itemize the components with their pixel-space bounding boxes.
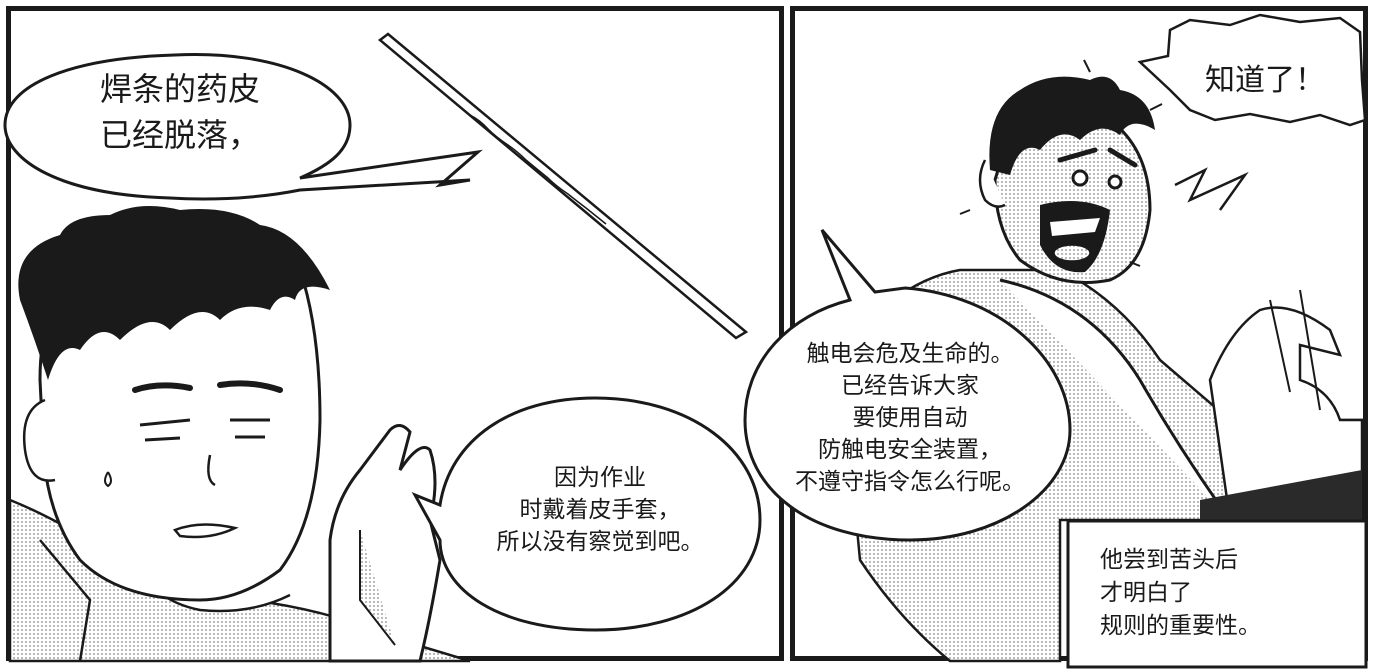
bubble-line: 时戴着皮手套， (519, 497, 681, 523)
bubble-line: 已经脱落， (99, 116, 260, 154)
bubble-line: 所以没有察觉到吧。 (496, 529, 704, 555)
bubble-text-top-left: 焊条的药皮 已经脱落， (70, 66, 290, 158)
caption-line: 规则的重要性。 (1100, 613, 1261, 639)
caption-line: 才明白了 (1100, 580, 1192, 606)
bubble-text-center: 触电会危及生命的。 已经告诉大家 要使用自动 防触电安全装置， 不遵守指令怎么行… (760, 338, 1060, 498)
bubble-line: 已经告诉大家 (841, 373, 979, 399)
bubble-line: 要使用自动 (852, 405, 968, 431)
bubble-line: 不遵守指令怎么行呢。 (795, 469, 1025, 495)
caption-line: 他尝到苦头后 (1100, 547, 1238, 573)
bubble-line: 防触电安全装置， (818, 437, 1002, 463)
bubble-line: 触电会危及生命的。 (806, 341, 1014, 367)
bubble-line: 焊条的药皮 (99, 70, 260, 108)
bubble-text-bottom-left: 因为作业 时戴着皮手套， 所以没有察觉到吧。 (470, 462, 730, 558)
bubble-line: 因为作业 (554, 465, 646, 491)
caption-text: 他尝到苦头后 才明白了 规则的重要性。 (1100, 544, 1350, 643)
shout-text: 知道了！ (1205, 63, 1325, 98)
